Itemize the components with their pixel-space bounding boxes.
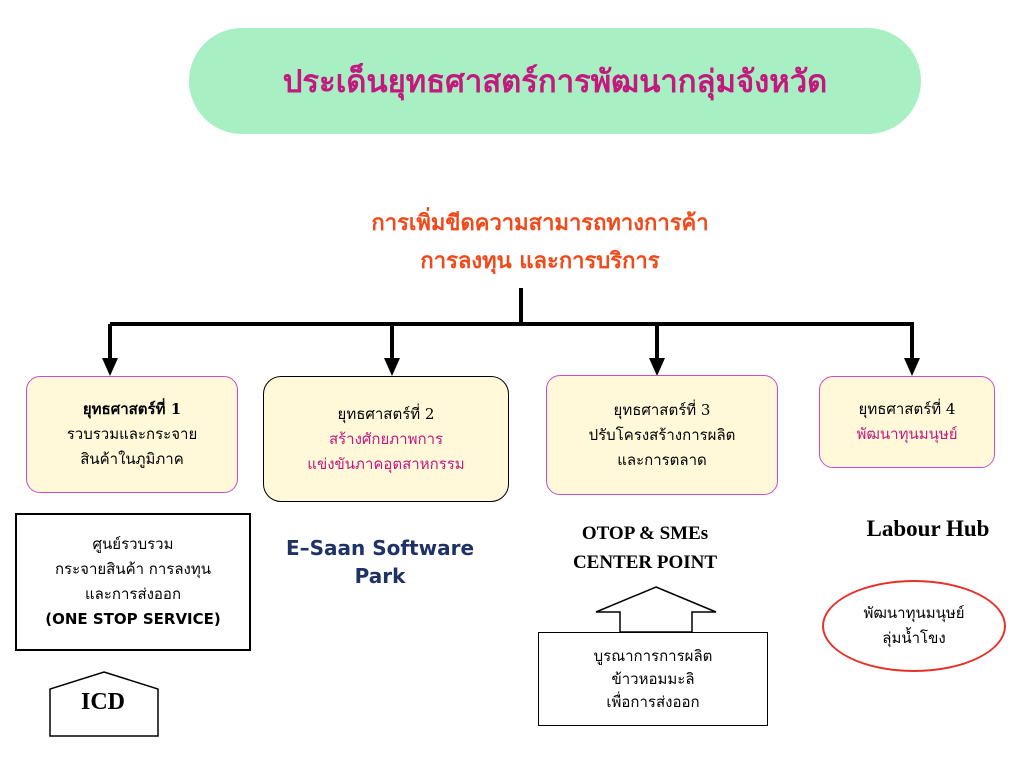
center-line-1: ศูนย์รวบรวม [92, 535, 174, 553]
strategy-2-heading: ยุทธศาสตร์ที่ 2 [337, 404, 435, 423]
page-title: ประเด็นยุทธศาสตร์การพัฒนากลุ่มจังหวัด [282, 64, 828, 100]
arrow-up-icon [595, 586, 717, 633]
strategy-3-heading: ยุทธศาสตร์ที่ 3 [613, 400, 711, 419]
labour-hub-label: Labour Hub [866, 516, 990, 541]
mekong-oval: พัฒนาทุนมนุษย์ ลุ่มน้ำโขง [822, 580, 1006, 672]
strategy-1-line-2: สินค้าในภูมิภาค [80, 450, 184, 468]
strategy-2-line-2: แข่งขันภาคอุตสาหกรรม [307, 454, 465, 473]
jasmine-rice-box: บูรณาการการผลิต ข้าวหอมมะลิ เพื่อการส่งอ… [538, 632, 768, 726]
strategy-1-line-1: รวบรวมและกระจาย [66, 425, 198, 443]
one-stop-service-box: ศูนย์รวบรวม กระจายสินค้า การลงทุน และการ… [15, 513, 251, 651]
strategy-4-heading: ยุทธศาสตร์ที่ 4 [858, 400, 956, 418]
strategy-3-line-2: และการตลาด [617, 450, 707, 469]
strategy-4-line-1: พัฒนาทุนมนุษย์ [856, 425, 958, 443]
strategy-1-box: ยุทธศาสตร์ที่ 1 รวบรวมและกระจาย สินค้าใน… [26, 376, 238, 493]
center-line-2: กระจายสินค้า การลงทุน [54, 560, 212, 578]
rice-line-1: บูรณาการการผลิต [593, 646, 713, 665]
mekong-line-2: ลุ่มน้ำโขง [882, 629, 946, 647]
strategy-1-heading: ยุทธศาสตร์ที่ 1 [82, 400, 182, 418]
icd-label: ICD [80, 689, 125, 715]
otop-center-point: OTOP & SMEs CENTER POINT [530, 519, 760, 577]
arrow-down-icon [649, 358, 665, 376]
arrow-down-icon [904, 358, 920, 376]
center-line-3: และการส่งออก [84, 585, 182, 603]
icd-arrow-up-icon [49, 671, 159, 737]
strategy-2-box: ยุทธศาสตร์ที่ 2 สร้างศักยภาพการ แข่งขันภ… [263, 376, 509, 502]
otop-line-2: CENTER POINT [572, 552, 718, 573]
arrow-down-icon [102, 358, 118, 376]
rice-line-2: ข้าวหอมมะลิ [611, 669, 695, 688]
goal-line-1: การเพิ่มขีดความสามารถทางการค้า [371, 210, 709, 236]
esaan-line-2: Park [354, 564, 406, 588]
mekong-line-1: พัฒนาทุนมนุษย์ [863, 604, 965, 622]
center-line-4: (ONE STOP SERVICE) [45, 610, 221, 628]
title-banner: ประเด็นยุทธศาสตร์การพัฒนากลุ่มจังหวัด [189, 28, 921, 134]
goal-text: การเพิ่มขีดความสามารถทางการค้า การลงทุน … [240, 204, 840, 280]
rice-line-3: เพื่อการส่งออก [606, 692, 700, 711]
strategy-4-box: ยุทธศาสตร์ที่ 4 พัฒนาทุนมนุษย์ [819, 376, 995, 468]
otop-line-1: OTOP & SMEs [581, 523, 709, 544]
esaan-line-1: E–Saan Software [285, 536, 475, 560]
strategy-3-box: ยุทธศาสตร์ที่ 3 ปรับโครงสร้างการผลิต และ… [546, 375, 778, 495]
esaan-software-park: E–Saan Software Park [270, 534, 490, 590]
arrow-down-icon [384, 358, 400, 376]
goal-line-2: การลงทุน และการบริการ [420, 248, 660, 274]
strategy-2-line-1: สร้างศักยภาพการ [328, 429, 444, 448]
strategy-3-line-1: ปรับโครงสร้างการผลิต [588, 425, 736, 444]
